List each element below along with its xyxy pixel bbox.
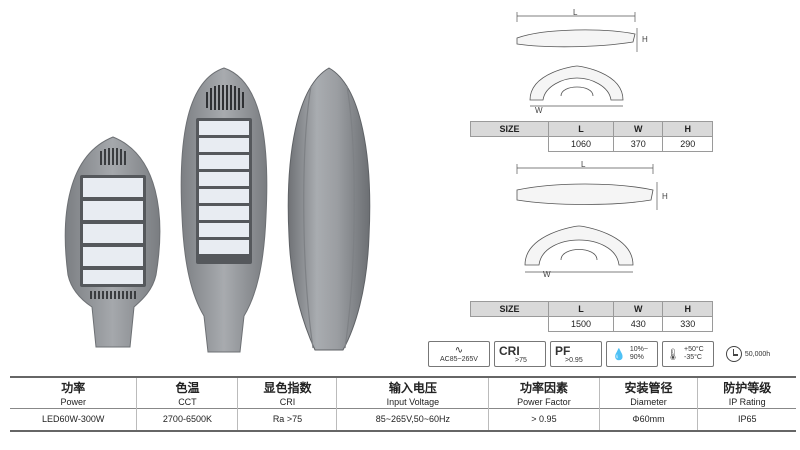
length-header: L [548,121,614,137]
pf-label: >0.95 [565,356,583,364]
dimension-height-label: H [662,192,668,201]
size-table-2: SIZE L W H 1500 430 330 [470,301,713,332]
diameter-value: Φ60mm [599,408,699,432]
dimension-width-label: W [543,270,551,279]
cri-label: >75 [515,356,527,364]
power-factor-value: > 0.95 [488,408,600,432]
length-header: L [548,301,614,317]
size-header: SIZE [470,121,549,137]
large-street-light-image [174,66,274,356]
ac-input-label: AC85~265V [440,355,478,363]
length-value: 1060 [548,136,614,152]
pf-icon: PF >0.95 [550,341,602,367]
height-value: 330 [662,316,713,332]
power-value: LED60W-300W [10,408,138,432]
cct-value: 2700-6500K [136,408,239,432]
clock-icon: 50,000h [718,341,778,367]
pf-badge: PF [555,343,571,358]
humidity-label: 10%~ 90% [629,346,648,361]
size-header: SIZE [470,301,549,317]
dimension-drawing-bottom: L H W [505,160,680,285]
width-header: W [612,301,664,317]
cri-badge: CRI [499,343,520,358]
width-value: 430 [612,316,664,332]
size-table-1: SIZE L W H 1060 370 290 [470,121,713,152]
dimension-drawing-top: L H W [505,8,665,118]
size-cell [471,137,549,152]
height-header: H [662,301,713,317]
height-header: H [662,121,713,137]
height-value: 290 [662,136,713,152]
dimension-width-label: W [535,106,543,115]
dimension-length-label: L [581,160,586,169]
cri-icon: CRI >75 [494,341,546,367]
size-cell [471,317,549,332]
temperature-label: +50°C -35°C [683,346,704,361]
lifetime-label: 50,000h [744,350,771,358]
spec-icon-row: ∿ AC85~265V CRI >75 PF >0.95 💧 10%~ 90% … [428,341,800,369]
cri-value: Ra >75 [237,408,338,432]
temperature-icon: 🌡 +50°C -35°C [662,341,714,367]
dimension-length-label: L [573,8,578,17]
width-value: 370 [612,136,664,152]
street-light-back-view-image [283,66,375,356]
dimension-height-label: H [642,35,648,44]
input-voltage-value: 85~265V,50~60Hz [336,408,490,432]
ip-rating-value: IP65 [697,408,796,432]
width-header: W [612,121,664,137]
ac-input-icon: ∿ AC85~265V [428,341,490,367]
humidity-icon: 💧 10%~ 90% [606,341,658,367]
small-street-light-image [58,135,168,350]
length-value: 1500 [548,316,614,332]
